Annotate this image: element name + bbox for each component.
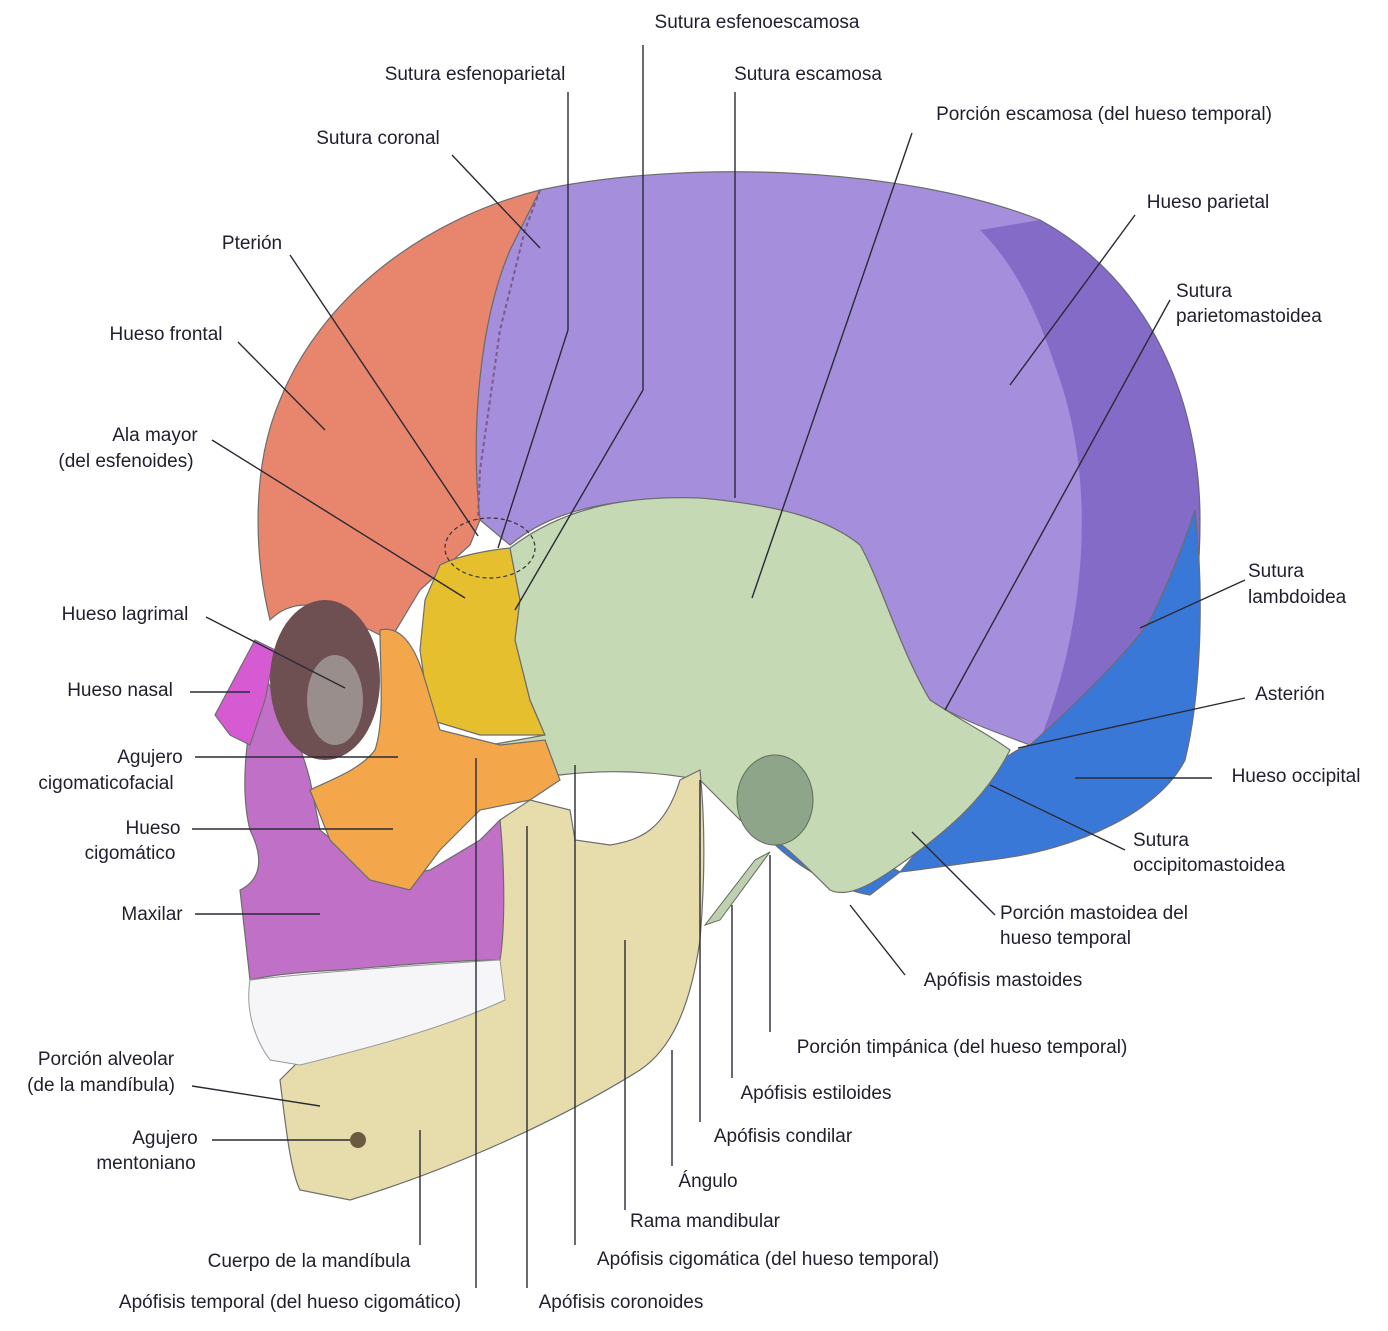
leader-sutura-esfenoescamosa-2 <box>514 389 644 611</box>
leader-sutura-coronal <box>451 154 541 249</box>
parietal-shade <box>980 220 1200 740</box>
label-ala-mayor-1: Ala mayor <box>112 425 198 446</box>
leader-porcion-alveolar <box>191 1085 321 1107</box>
label-porcion-mastoidea-1: Porción mastoidea del <box>1000 903 1188 924</box>
label-sutura-esfenoescamosa: Sutura esfenoescamosa <box>655 12 860 33</box>
label-ala-mayor-2: (del esfenoides) <box>58 451 193 472</box>
label-apofisis-estiloides: Apófisis estiloides <box>740 1083 891 1104</box>
leader-ala-mayor <box>211 439 466 599</box>
label-agujero-cigomaticofacial-2: cigomaticofacial <box>38 773 173 794</box>
coronal-suture <box>477 189 541 521</box>
label-apofisis-temporal: Apófisis temporal (del hueso cigomático) <box>119 1292 461 1313</box>
leader-hueso-lagrimal <box>205 616 346 689</box>
leader-hueso-frontal <box>237 341 326 431</box>
parietal-bone <box>475 171 1201 746</box>
label-sutura-escamosa: Sutura escamosa <box>734 64 882 85</box>
leader-porcion-escamosa <box>751 132 913 599</box>
labels: Sutura esfenoescamosa Sutura esfenoparie… <box>27 12 1360 1313</box>
leader-lines <box>190 45 1246 1288</box>
leader-sutura-parietomastoidea <box>944 299 1171 711</box>
label-sutura-occipitomastoidea-1: Sutura <box>1133 830 1189 851</box>
occipital-bone <box>898 509 1201 873</box>
label-apofisis-cigomatica: Apófisis cigomática (del hueso temporal) <box>597 1249 939 1270</box>
label-sutura-lambdoidea-1: Sutura <box>1248 561 1304 582</box>
label-hueso-lagrimal: Hueso lagrimal <box>62 604 189 625</box>
label-sutura-parietomastoidea-1: Sutura <box>1176 281 1232 302</box>
label-porcion-alveolar-2: (de la mandíbula) <box>27 1075 175 1096</box>
label-sutura-parietomastoidea-2: parietomastoidea <box>1176 306 1322 327</box>
label-agujero-cigomaticofacial-1: Agujero <box>117 747 183 768</box>
label-cuerpo-mandibula: Cuerpo de la mandíbula <box>208 1251 411 1272</box>
leader-sutura-lambdoidea <box>1139 579 1246 629</box>
label-apofisis-coronoides: Apófisis coronoides <box>539 1292 704 1313</box>
teeth-upper <box>248 959 506 1066</box>
label-sutura-esfenoparietal: Sutura esfenoparietal <box>385 64 566 85</box>
leader-sutura-esfenoparietal-2 <box>497 329 569 549</box>
label-asterion: Asterión <box>1255 684 1325 705</box>
label-pterion: Pterión <box>222 233 282 254</box>
label-maxilar: Maxilar <box>121 904 183 925</box>
mental-foramen <box>350 1132 366 1148</box>
zygomatic-bone <box>309 628 561 891</box>
label-hueso-occipital: Hueso occipital <box>1232 766 1361 787</box>
leader-sutura-occipitomastoidea <box>989 784 1126 851</box>
label-agujero-mentoniano-2: mentoniano <box>96 1153 195 1174</box>
leader-apofisis-mastoides <box>849 904 906 976</box>
label-agujero-mentoniano-1: Agujero <box>132 1128 198 1149</box>
frontal-bone <box>257 189 542 641</box>
label-sutura-occipitomastoidea-2: occipitomastoidea <box>1133 855 1286 876</box>
label-hueso-nasal: Hueso nasal <box>67 680 173 701</box>
label-hueso-parietal: Hueso parietal <box>1147 192 1270 213</box>
external-acoustic-meatus <box>736 754 814 846</box>
styloid-process <box>703 851 771 926</box>
leader-hueso-parietal <box>1009 214 1136 386</box>
label-hueso-frontal: Hueso frontal <box>109 324 222 345</box>
leader-asterion <box>1017 697 1246 749</box>
label-porcion-timpanica: Porción timpánica (del hueso temporal) <box>797 1037 1128 1058</box>
maxilla-bone <box>239 668 505 981</box>
label-angulo: Ángulo <box>678 1171 737 1192</box>
label-porcion-escamosa: Porción escamosa (del hueso temporal) <box>936 104 1272 125</box>
pterion-region <box>444 517 536 579</box>
label-hueso-cigomatico-1: Hueso <box>126 818 181 839</box>
lacrimal-bone <box>307 655 363 745</box>
label-sutura-coronal: Sutura coronal <box>316 128 440 149</box>
label-apofisis-mastoides: Apófisis mastoides <box>924 970 1082 991</box>
label-porcion-alveolar-1: Porción alveolar <box>38 1049 175 1070</box>
label-porcion-mastoidea-2: hueso temporal <box>1000 928 1131 949</box>
leader-pterion <box>289 254 479 537</box>
leader-porcion-mastoidea <box>911 831 996 916</box>
skull-illustration <box>214 171 1201 1201</box>
label-rama-mandibular: Rama mandibular <box>630 1211 781 1232</box>
label-apofisis-condilar: Apófisis condilar <box>714 1126 853 1147</box>
label-hueso-cigomatico-2: cigomático <box>85 843 176 864</box>
label-sutura-lambdoidea-2: lambdoidea <box>1248 587 1347 608</box>
